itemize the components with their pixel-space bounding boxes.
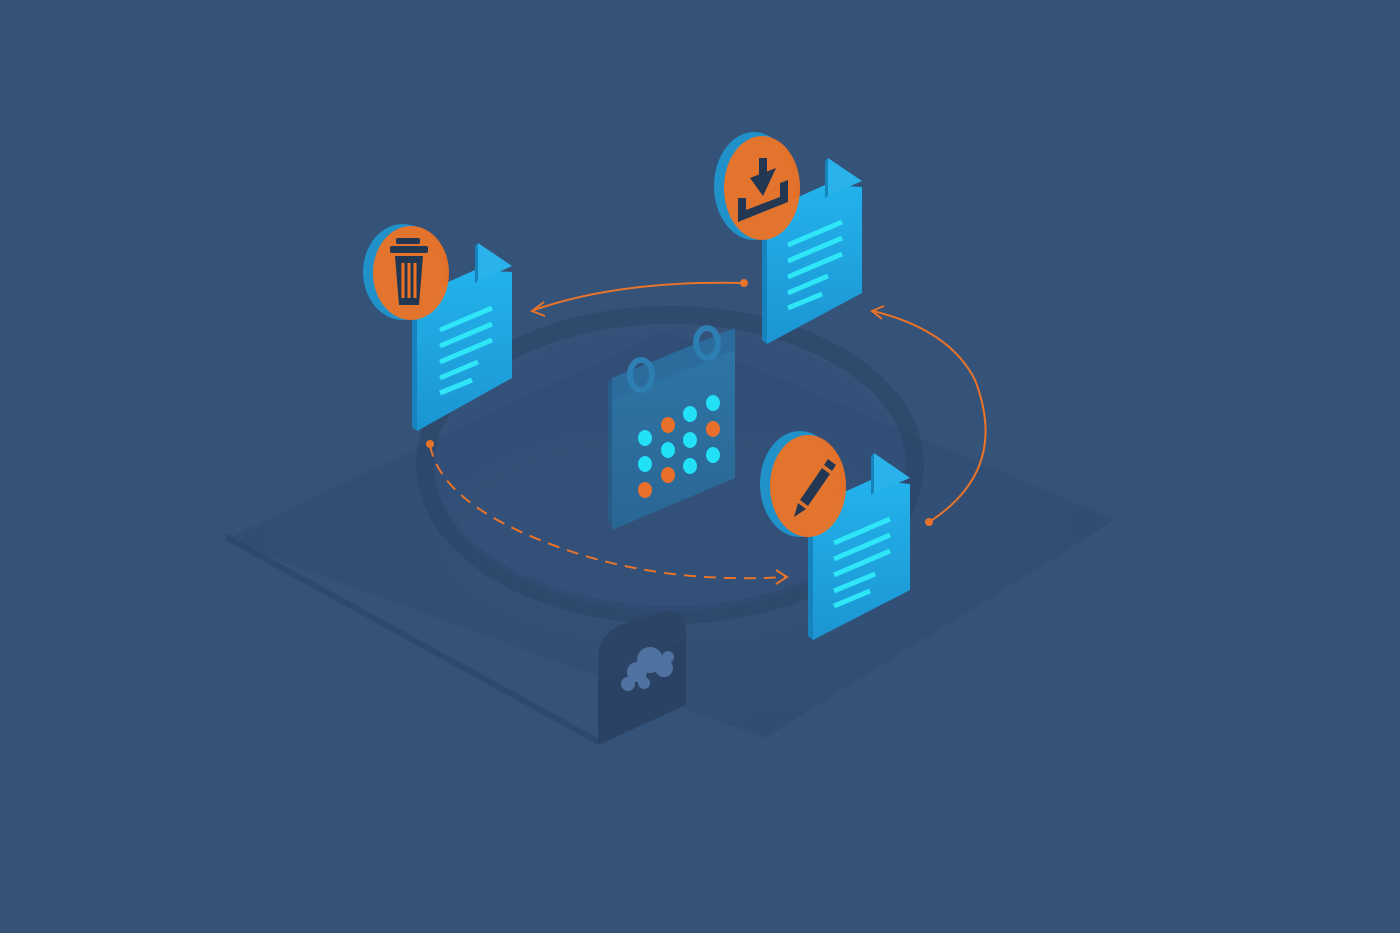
cloud-logo-tile (598, 610, 686, 745)
doc-trash-fold-side (475, 243, 478, 283)
doc-download-fold-side (825, 158, 828, 198)
badge-edit (760, 431, 846, 537)
trash-icon (390, 238, 428, 305)
platform-left-side (225, 533, 598, 745)
arrow-trash-to-edit (429, 444, 787, 580)
document-download (714, 132, 862, 344)
doc-trash-lines (439, 305, 493, 396)
doc-edit-fold-side (871, 453, 874, 495)
calendar-icon (608, 325, 735, 530)
doc-edit-side (808, 506, 813, 640)
badge-download (714, 132, 800, 240)
calendar-dots (638, 395, 720, 498)
doc-edit-fold (874, 453, 910, 493)
arrow-head-trash (529, 301, 546, 317)
arrow-download-to-trash (533, 281, 745, 311)
calendar-ring-left (627, 357, 655, 393)
doc-download-lines (787, 219, 843, 311)
doc-trash-side (412, 296, 417, 431)
cloud-logo-icon (621, 647, 674, 691)
doc-download-fold (828, 158, 862, 196)
calendar-header (612, 328, 735, 400)
arrow-head-edit (775, 569, 789, 585)
logo-tile-face (598, 610, 686, 680)
document-trash (363, 224, 512, 431)
doc-download-side (762, 211, 767, 344)
download-icon (738, 158, 788, 222)
calendar-side (608, 378, 612, 523)
badge-trash (363, 224, 449, 320)
calendar-ring-right (693, 325, 721, 361)
lifecycle-arrows (426, 279, 987, 585)
doc-trash-fold (478, 243, 512, 281)
arrow-edit-to-download (872, 310, 987, 523)
doc-edit-lines (833, 516, 891, 609)
platform-top (225, 330, 1115, 738)
arrow-head-download (870, 305, 885, 320)
document-edit (760, 431, 910, 640)
pencil-icon (794, 459, 836, 517)
